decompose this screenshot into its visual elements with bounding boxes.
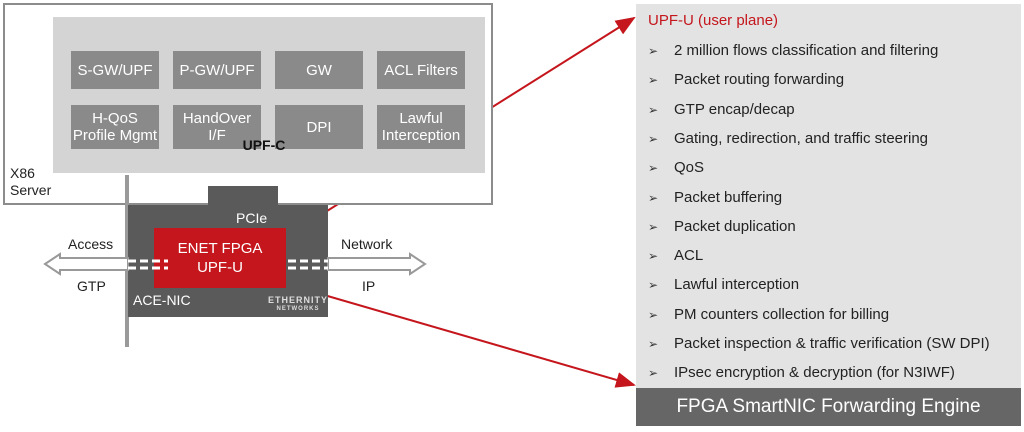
feature-list-item: ➢ Gating, redirection, and traffic steeri… [648,130,928,147]
feature-list-item: ➢ Lawful interception [648,276,799,293]
arrow-bullet-icon: ➢ [648,73,659,88]
feature-text: Lawful interception [674,276,800,294]
arrow-bullet-icon: ➢ [648,131,659,146]
arrow-to-forwarding-engine [299,287,636,388]
feature-text: Packet inspection & traffic verification… [674,335,990,352]
panel-title: UPF-U (user plane) [648,12,779,29]
network-label: Network [341,236,393,252]
feature-text: GTP encap/decap [674,100,795,118]
network-arrow [327,252,427,276]
access-arrow [43,252,129,276]
arrow-bullet-icon: ➢ [648,366,659,381]
arrow-bullet-icon: ➢ [648,190,659,205]
pcie-label: PCIe [236,210,268,226]
feature-list-item: ➢ Packet routing forwarding [648,71,844,88]
module-dpi: DPI [275,105,363,149]
arrow-bullet-icon: ➢ [648,249,659,264]
ace-nic-label: ACE-NIC [133,292,191,308]
arrow-bullet-icon: ➢ [648,44,659,58]
module-sgw-upf: S-GW/UPF [71,51,159,89]
feature-list-item: ➢ GTP encap/decap [648,101,795,118]
feature-text: Packet duplication [674,217,796,235]
feature-text: ACL [674,247,704,265]
ip-label: IP [362,278,376,294]
feature-text: Packet buffering [674,188,783,206]
pcie-connector [208,186,278,205]
feature-text: QoS [674,159,705,177]
arrow-bullet-icon: ➢ [648,307,659,322]
feature-text: Gating, redirection, and traffic steerin… [674,129,929,147]
feature-text: 2 million flows classification and filte… [674,42,939,59]
feature-list-item: ➢ QoS [648,159,704,176]
upf-c-label: UPF-C [242,137,286,153]
feature-text: PM counters collection for billing [674,305,890,323]
feature-text: IPsec encryption & decryption (for N3IWF… [674,364,955,382]
arrow-bullet-icon: ➢ [648,337,659,351]
arrow-bullet-icon: ➢ [648,102,659,117]
feature-list-item: ➢ PM counters collection for billing [648,306,889,323]
upf-u-feature-panel [636,4,1021,396]
module-gw: GW [275,51,363,89]
feature-list-item: ➢ ACL [648,247,703,264]
feature-text: Packet routing forwarding [674,71,845,89]
forwarding-engine-banner: FPGA SmartNIC Forwarding Engine [636,388,1021,426]
feature-list-item: ➢ Packet duplication [648,218,796,235]
module-pgw-upf: P-GW/UPF [173,51,261,89]
gtp-label: GTP [77,278,106,294]
feature-list-item: ➢ Packet buffering [648,189,782,206]
arrow-bullet-icon: ➢ [648,219,659,234]
arrow-bullet-icon: ➢ [648,161,659,176]
module-acl-filters: ACL Filters [377,51,465,89]
arrow-bullet-icon: ➢ [648,278,659,293]
feature-list-item: ➢ 2 million flows classification and filt… [648,42,938,59]
feature-list-item: ➢ IPsec encryption & decryption (for N3IW… [648,364,955,381]
feature-list-item: ➢ Packet inspection & traffic verificatio… [648,335,990,352]
access-label: Access [68,236,114,252]
